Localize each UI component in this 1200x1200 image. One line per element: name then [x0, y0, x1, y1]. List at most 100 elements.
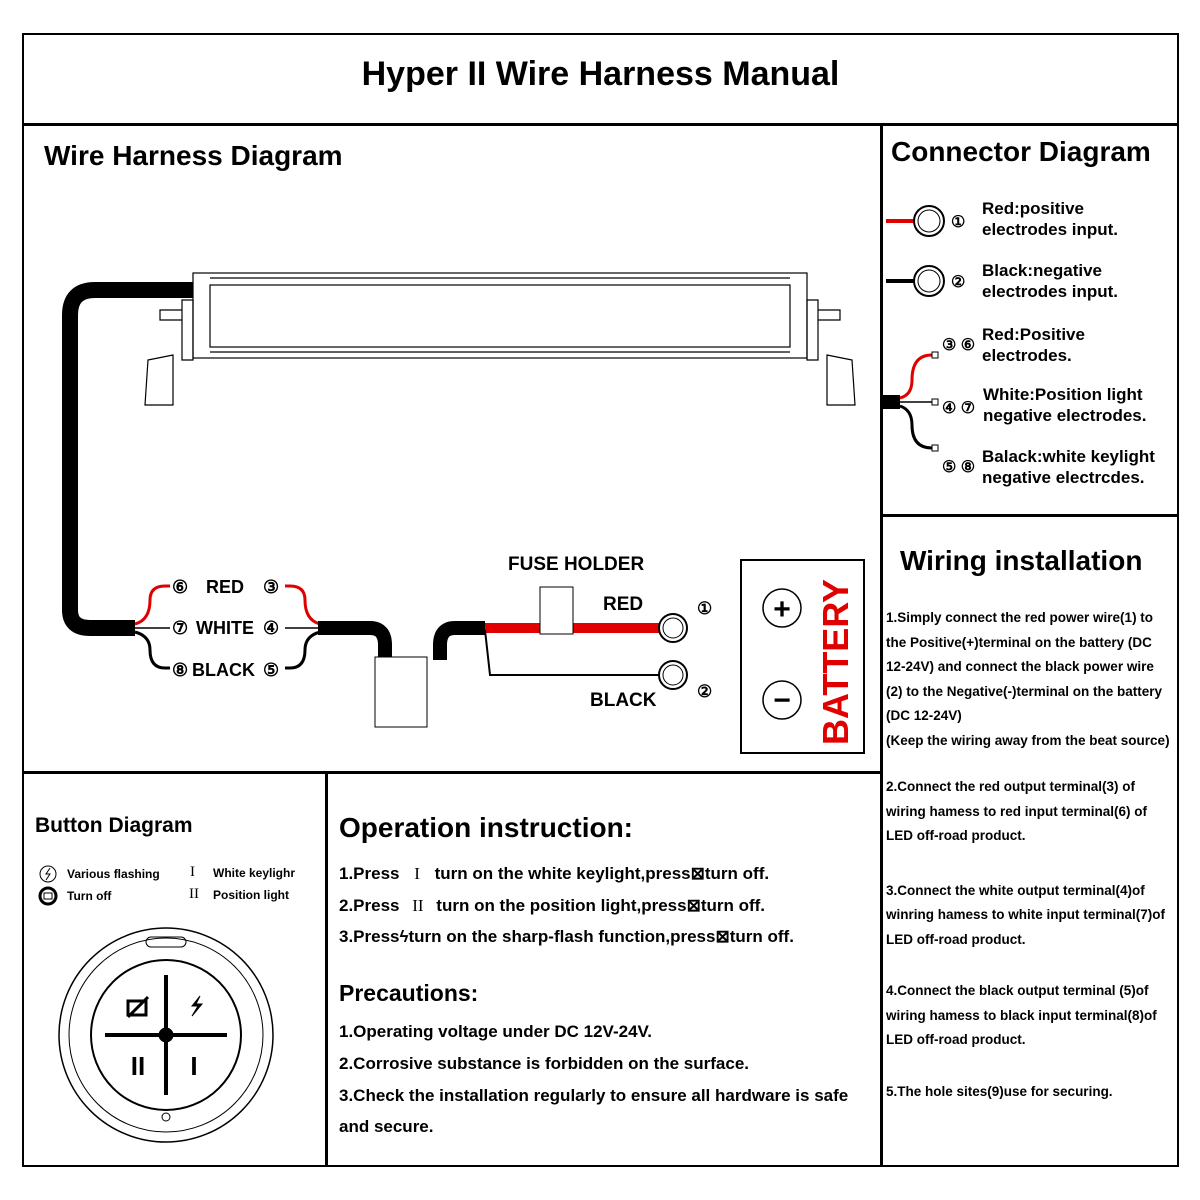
step-line: LED off-road product.: [886, 931, 1026, 947]
page-title: Hyper II Wire Harness Manual: [361, 55, 840, 93]
terminal-8: ⑧: [172, 660, 188, 680]
black-wire-label: BLACK: [192, 660, 255, 680]
minus-icon: −: [773, 684, 791, 717]
position-light-button[interactable]: II: [131, 1051, 145, 1081]
terminal-2-label: ②: [697, 682, 712, 701]
step-line: 2.Connect the red output terminal(3) of: [886, 779, 1136, 794]
connector-label: White:Position light: [983, 385, 1143, 404]
terminal-5: ⑤: [263, 660, 279, 680]
harness-title: Wire Harness Diagram: [44, 140, 343, 171]
step-line: LED off-road product.: [886, 828, 1026, 843]
precaution-3-cont: and secure.: [339, 1117, 434, 1136]
connector-title: Connector Diagram: [891, 136, 1151, 167]
step-text: turn off.: [729, 927, 794, 946]
keylight-button[interactable]: I: [190, 1051, 197, 1081]
terminal-3: ③: [263, 577, 279, 597]
connector-number: ⑤ ⑧: [942, 459, 975, 476]
divider: [880, 123, 883, 1167]
off-icon: ⊠: [690, 864, 705, 883]
wiring-step-5: 5.The hole sites(9)use for securing.: [886, 1080, 1170, 1105]
step-line: wiring hamess to black input terminal(8)…: [886, 1007, 1157, 1023]
position-symbol: II: [412, 896, 424, 915]
wiring-step-2: 2.Connect the red output terminal(3) of …: [886, 775, 1170, 849]
connector-label: electrodes input.: [982, 220, 1118, 239]
connector-label: electrodes input.: [982, 282, 1118, 301]
off-icon: ⊠: [715, 927, 730, 946]
legend-position: Position light: [213, 888, 289, 902]
step-text: turn on the sharp-flash function,press: [408, 927, 716, 946]
operation-step-2: 2.Press II turn on the position light,pr…: [339, 896, 765, 916]
connector-label: electrodes.: [982, 346, 1072, 365]
wiring-title: Wiring installation: [900, 545, 1143, 576]
wiring-step-1: 1.Simply connect the red power wire(1) t…: [886, 606, 1170, 753]
connector-number: ②: [951, 274, 965, 291]
main-cable: [62, 282, 193, 636]
step-line: (Keep the wiring away from the beat sour…: [886, 732, 1170, 748]
operation-title: Operation instruction:: [339, 812, 633, 843]
precautions-title: Precautions:: [339, 980, 479, 1006]
precaution-3: 3.Check the installation regularly to en…: [339, 1086, 849, 1105]
step-line: 3.Connect the white output terminal(4)of: [886, 882, 1145, 898]
harness-cable: [318, 621, 485, 660]
black-label: BLACK: [590, 690, 657, 711]
terminal-6: ⑥: [172, 577, 188, 597]
legend-II-icon: II: [189, 886, 199, 902]
red-label: RED: [603, 594, 643, 615]
connector-label: Black:negative: [982, 261, 1102, 280]
connector-label: negative electrodes.: [983, 406, 1146, 425]
right-pigtail: [285, 584, 321, 670]
off-icon: ⊠: [686, 896, 701, 915]
precaution-2: 2.Corrosive substance is forbidden on th…: [339, 1054, 749, 1073]
terminal-4: ④: [263, 618, 279, 638]
keylight-symbol: I: [414, 864, 420, 883]
legend-off: Turn off: [67, 889, 112, 903]
step-text: turn off.: [700, 896, 766, 915]
battery-label: BATTERY: [815, 579, 856, 745]
terminal-7: ⑦: [172, 618, 188, 638]
divider: [880, 514, 1179, 517]
plus-icon: +: [773, 593, 791, 626]
wiring-step-3: 3.Connect the white output terminal(4)of…: [886, 879, 1170, 953]
connector-graphics: [882, 205, 945, 452]
step-text: turn on the white keylight,press: [434, 864, 691, 883]
legend-flash: Various flashing: [67, 867, 160, 881]
red-wire-label: RED: [206, 577, 244, 597]
step-line: the Positive(+)terminal on the battery (…: [886, 634, 1152, 650]
step-line: 5.The hole sites(9)use for securing.: [886, 1083, 1113, 1099]
fuse-holder: [539, 586, 574, 635]
flash-icon: [190, 995, 204, 1017]
off-icon: [126, 999, 148, 1017]
battery: [740, 559, 865, 754]
divider: [325, 771, 328, 1167]
left-pigtail: [134, 584, 170, 670]
wiring-steps: 1.Simply connect the red power wire(1) t…: [886, 606, 1170, 1104]
black-wire: [484, 629, 660, 676]
legend-keylight: White keylighr: [213, 866, 296, 880]
step-line: (DC 12-24V): [886, 708, 962, 723]
step-text: 2.Press: [339, 896, 400, 915]
connector-number: ①: [951, 214, 965, 231]
step-line: LED off-road product.: [886, 1032, 1026, 1047]
divider: [22, 771, 882, 774]
terminal-1-label: ①: [697, 599, 712, 618]
connector-label: negative electrcdes.: [982, 468, 1145, 487]
connector-number: ④ ⑦: [942, 400, 975, 417]
legend-I-icon: I: [190, 864, 195, 880]
divider: [22, 123, 1179, 126]
step-text: turn off.: [704, 864, 770, 883]
step-line: 4.Connect the black output terminal (5)o…: [886, 983, 1149, 998]
switch-box: [374, 656, 428, 728]
step-line: 12-24V) and connect the black power wire: [886, 659, 1154, 674]
fuse-holder-label: FUSE HOLDER: [508, 554, 644, 575]
connector-number: ③ ⑥: [942, 337, 975, 354]
step-line: 1.Simply connect the red power wire(1) t…: [886, 610, 1154, 625]
step-line: (2) to the Negative(-)terminal on the ba…: [886, 683, 1163, 699]
operation-step-1: 1.Press I turn on the white keylight,pre…: [339, 864, 769, 884]
white-wire-label: WHITE: [196, 618, 254, 638]
connector-label: Balack:white keylight: [982, 447, 1155, 466]
step-line: winring hamess to white input terminal(7…: [886, 907, 1166, 922]
button-title: Button Diagram: [35, 814, 193, 837]
precaution-1: 1.Operating voltage under DC 12V-24V.: [339, 1022, 653, 1041]
button-drawing: [58, 927, 274, 1143]
